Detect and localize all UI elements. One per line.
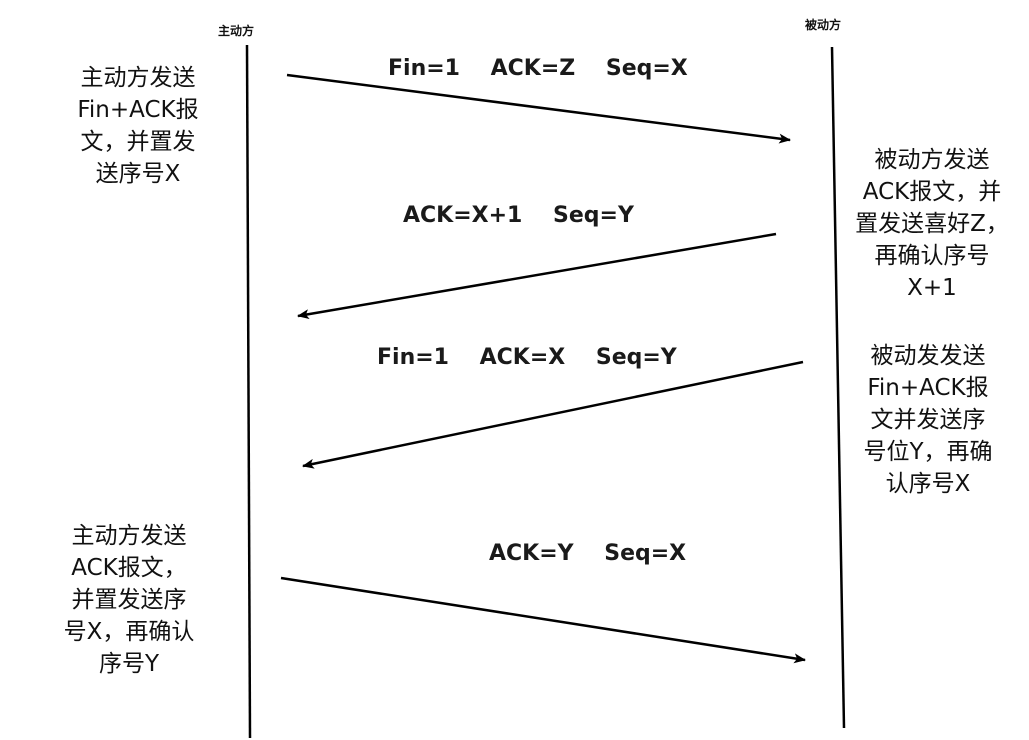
active-note-1: 主动方发送 Fin+ACK报 文，并置发 送序号X xyxy=(77,65,199,187)
message-label-fin-ack-reply: Fin=1 ACK=X Seq=Y xyxy=(377,345,677,370)
active-lifeline xyxy=(245,44,252,739)
message-arrow-ack xyxy=(297,232,777,320)
message-arrow-fin-ack xyxy=(286,73,791,144)
active-note-2: 主动方发送 ACK报文， 并置发送序 号X，再确认 序号Y xyxy=(63,523,195,677)
message-label-ack: ACK=X+1 Seq=Y xyxy=(403,203,634,228)
message-label-fin-ack: Fin=1 ACK=Z Seq=X xyxy=(388,56,688,81)
passive-note-2: 被动发发送 Fin+ACK报 文并发送序 号位Y，再确 认序号X xyxy=(863,343,993,497)
active-party-label: 主动方 xyxy=(218,24,255,38)
passive-note-1: 被动方发送 ACK报文，并 置发送喜好Z， 再确认序号 X+1 xyxy=(855,147,1009,301)
passive-lifeline xyxy=(830,46,846,729)
passive-party-label: 被动方 xyxy=(805,18,842,32)
message-label-final-ack: ACK=Y Seq=X xyxy=(489,541,687,566)
message-arrow-fin-ack-reply xyxy=(302,360,804,469)
message-arrow-final-ack xyxy=(280,576,806,664)
